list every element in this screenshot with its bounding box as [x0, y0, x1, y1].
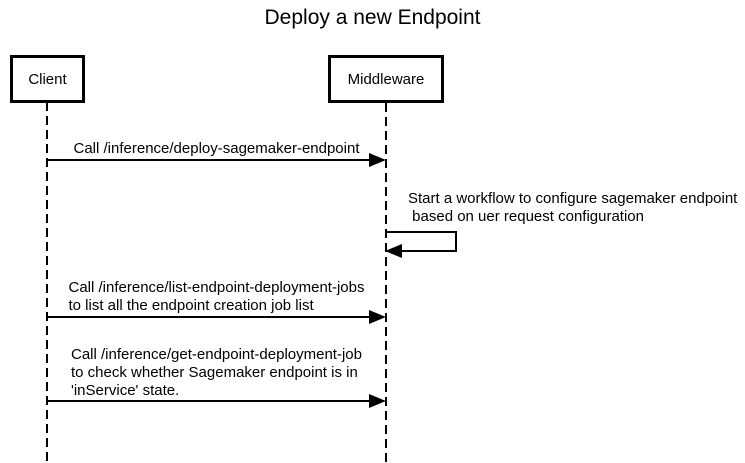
arrowhead-left-icon [385, 244, 402, 258]
message-label-list-jobs: Call /inference/list-endpoint-deployment… [68, 279, 365, 314]
arrowhead-right-icon [369, 153, 386, 167]
actor-label-client: Client [28, 70, 67, 88]
message-label-start-workflow: Start a workflow to configure sagemaker … [408, 190, 738, 225]
message-arrow-list-jobs [47, 316, 369, 318]
message-label-get-job: Call /inference/get-endpoint-deployment-… [70, 346, 362, 399]
actor-label-middleware: Middleware [347, 70, 425, 88]
lifeline-client [46, 102, 48, 463]
actor-box-middleware: Middleware [328, 55, 444, 103]
actor-box-client: Client [10, 55, 85, 103]
arrowhead-right-icon [369, 394, 386, 408]
diagram-title: Deploy a new Endpoint [264, 6, 481, 29]
message-arrow-get-job [47, 400, 369, 402]
message-label-deploy-endpoint: Call /inference/deploy-sagemaker-endpoin… [73, 140, 360, 157]
self-message-loop [386, 231, 457, 252]
message-arrow-deploy-endpoint [47, 159, 369, 161]
lifeline-middleware [385, 103, 387, 463]
arrowhead-right-icon [369, 310, 386, 324]
